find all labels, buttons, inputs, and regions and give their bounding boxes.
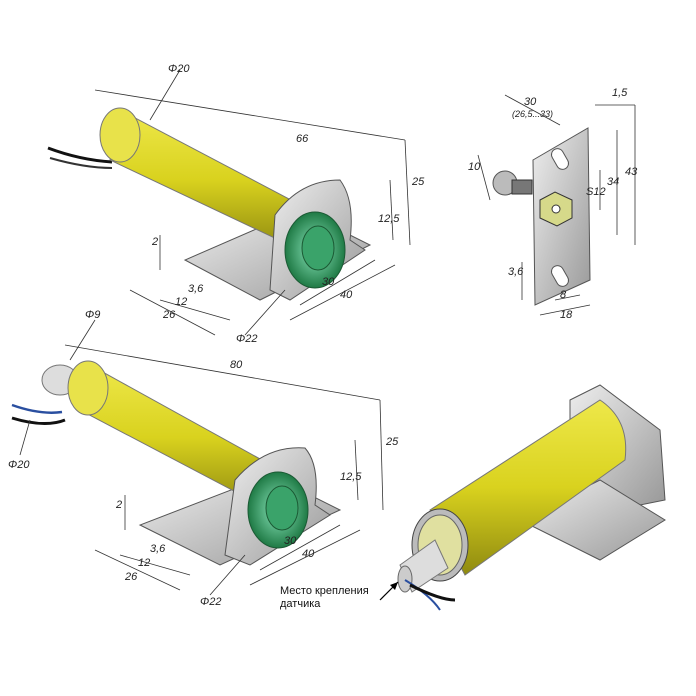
dim-hole-pitch: 34: [607, 176, 619, 188]
dim-slot: 3,6: [188, 283, 204, 295]
dim-width: 18: [560, 309, 573, 321]
dim-range: (26,5...33): [512, 109, 553, 119]
dim-height: 43: [625, 166, 638, 178]
dim-flange: Φ22: [200, 596, 221, 608]
dim-flange: Φ22: [236, 333, 257, 345]
cable: [11, 403, 63, 414]
dim-thickness: 2: [115, 499, 122, 511]
dim-slot-pitch: 12: [175, 296, 187, 308]
dim-axis-height: 12,5: [340, 471, 362, 483]
dim-slot: 3,6: [150, 543, 166, 555]
dim-shaft: Φ9: [85, 309, 100, 321]
dim-base-width: 26: [162, 309, 176, 321]
dim-outer: 40: [302, 548, 315, 560]
sensor-view-2: Φ9 80 Φ20 25 12,5 2 3,6 12 26 30 40 Φ22: [8, 309, 399, 608]
dim-height: 25: [411, 176, 425, 188]
assembly-cylinder: [429, 399, 627, 576]
assembly-view: [379, 384, 666, 611]
dim-thickness: 1,5: [612, 87, 628, 99]
dim-thickness: 2: [151, 236, 158, 248]
arrow-icon: [390, 582, 398, 590]
dim-slot-pitch: 12: [138, 557, 150, 569]
dim-length: 30: [524, 96, 537, 108]
dim-height: 25: [385, 436, 399, 448]
cable: [47, 146, 113, 164]
dim-slot: 3,6: [508, 266, 524, 278]
bracket-detail: 1,5 30 (26,5...33) 10 S12 34 43 3,6 8 18: [468, 87, 638, 321]
sensor-view-1: Φ20 66 25 12,5 2 3,6 12 26 30 40 Φ22: [47, 63, 425, 345]
dim-diameter: Φ20: [168, 63, 190, 75]
dim-length: 80: [230, 359, 243, 371]
callout-line-2: датчика: [280, 598, 321, 610]
callout-line-1: Место крепления: [280, 585, 369, 597]
dim-inner: 30: [322, 276, 335, 288]
dim-base-width: 26: [124, 571, 138, 583]
dim-slot-width: 8: [560, 289, 567, 301]
dim-axis-height: 12,5: [378, 213, 400, 225]
dim-outer: 40: [340, 289, 353, 301]
dim-diameter: Φ20: [8, 459, 30, 471]
dim-hex: S12: [586, 186, 606, 198]
dim-ball: 10: [468, 161, 481, 173]
dim-inner: 30: [284, 535, 297, 547]
dim-length: 66: [296, 133, 309, 145]
